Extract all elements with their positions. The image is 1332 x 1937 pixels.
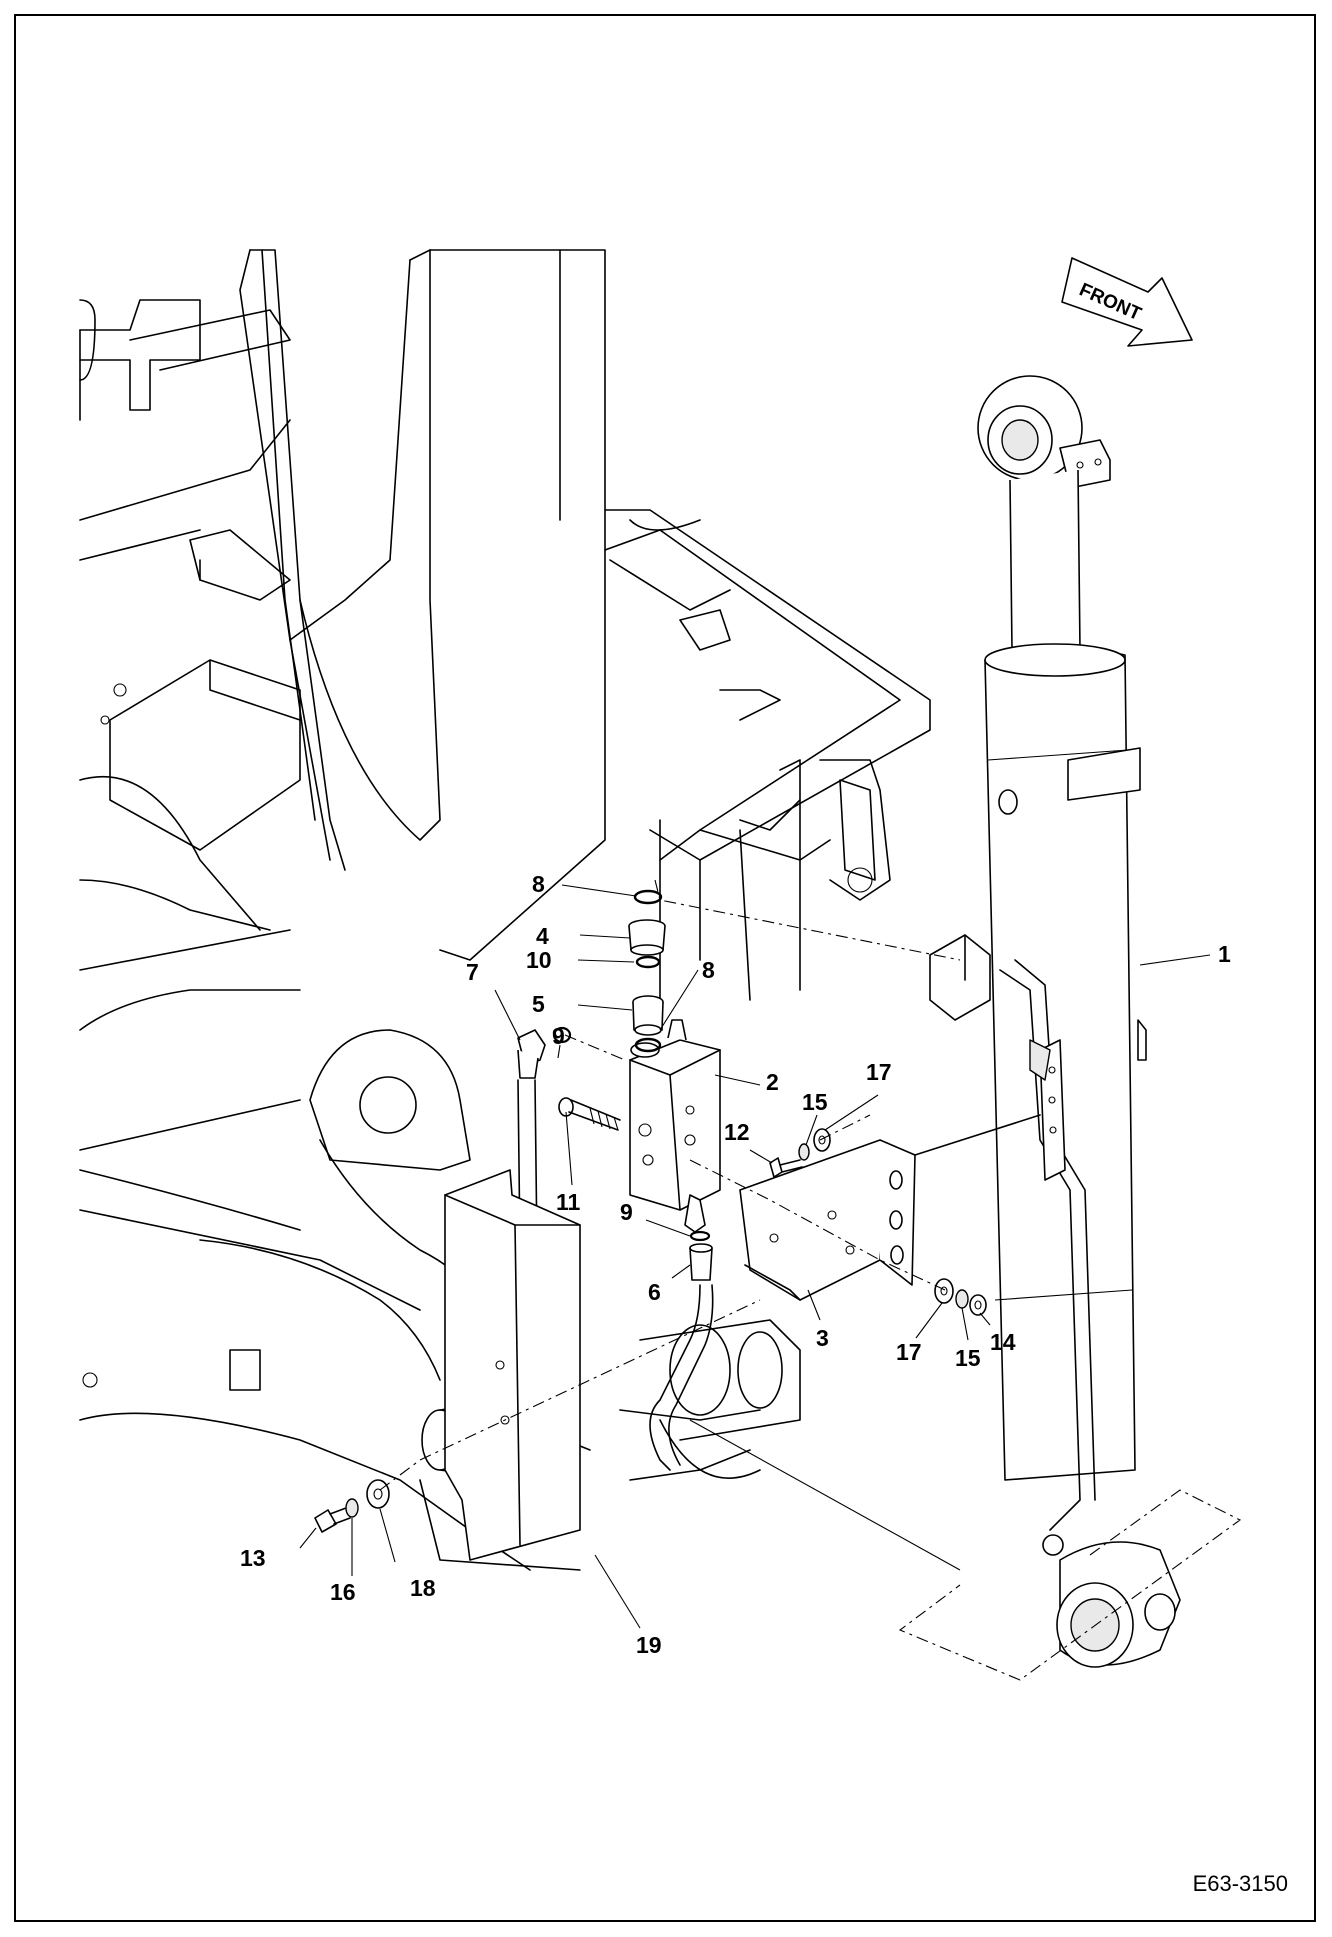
callout-16: 16 — [330, 1579, 356, 1605]
part-15-lockwasher-top — [798, 1143, 810, 1161]
callout-1: 1 — [1218, 941, 1231, 967]
part-19-cover — [444, 1169, 581, 1561]
leader-lines — [299, 884, 1211, 1629]
oring-10 — [635, 955, 661, 969]
part-1-boom-cylinder — [898, 375, 1242, 1681]
part-4-fitting — [628, 919, 666, 956]
assembly-centerlines — [379, 879, 961, 1571]
callout-5: 5 — [532, 991, 545, 1017]
part-7-elbow-hose — [517, 1029, 714, 1471]
part-13-bolt — [314, 1507, 351, 1533]
callout-6: 6 — [648, 1279, 661, 1305]
part-6-fitting — [689, 1243, 713, 1281]
oring-8-top — [633, 889, 663, 905]
callout-13: 13 — [240, 1545, 266, 1571]
callout-10: 10 — [526, 947, 552, 973]
callout-19: 19 — [636, 1632, 662, 1658]
callout-9-left: 9 — [552, 1023, 565, 1049]
callout-labels: 1 2 3 4 5 6 7 8 8 9 9 10 11 12 13 14 15 … — [240, 871, 1231, 1658]
callout-12: 12 — [724, 1119, 750, 1145]
callout-2: 2 — [766, 1069, 779, 1095]
oring-9-left — [552, 1026, 572, 1044]
part-5-fitting — [632, 995, 664, 1036]
part-15-lockwasher-right — [955, 1289, 969, 1309]
part-18-washer — [366, 1479, 390, 1509]
part-14-nut — [969, 1294, 987, 1316]
callout-7: 7 — [466, 959, 479, 985]
callout-3: 3 — [816, 1325, 829, 1351]
callout-18: 18 — [410, 1575, 436, 1601]
machine-frame-background — [79, 249, 931, 1571]
callout-15-right: 15 — [955, 1345, 981, 1371]
callout-8-lower: 8 — [702, 957, 715, 983]
part-17-washer-top — [813, 1128, 831, 1152]
callout-15-top: 15 — [802, 1089, 828, 1115]
drawing-border — [14, 14, 1316, 1922]
part-16-lockwasher — [345, 1498, 359, 1518]
callout-11: 11 — [556, 1189, 581, 1215]
part-3-bracket — [739, 1114, 1041, 1301]
callout-14: 14 — [990, 1329, 1016, 1355]
part-2-valve-block — [629, 1019, 721, 1233]
front-direction-arrow: FRONT — [1061, 257, 1193, 347]
document-code: E63-3150 — [1192, 1871, 1288, 1896]
oring-8-lower — [634, 1037, 662, 1053]
oring-9-lower — [689, 1230, 711, 1242]
callout-8-top: 8 — [532, 871, 545, 897]
part-12-bolt — [769, 1157, 803, 1178]
callout-17-top: 17 — [866, 1059, 892, 1085]
callout-9-lower: 9 — [620, 1199, 633, 1225]
part-17-washer-right — [934, 1278, 954, 1304]
part-11-bolt — [558, 1097, 621, 1131]
callout-17-right: 17 — [896, 1339, 922, 1365]
callout-4: 4 — [536, 923, 549, 949]
